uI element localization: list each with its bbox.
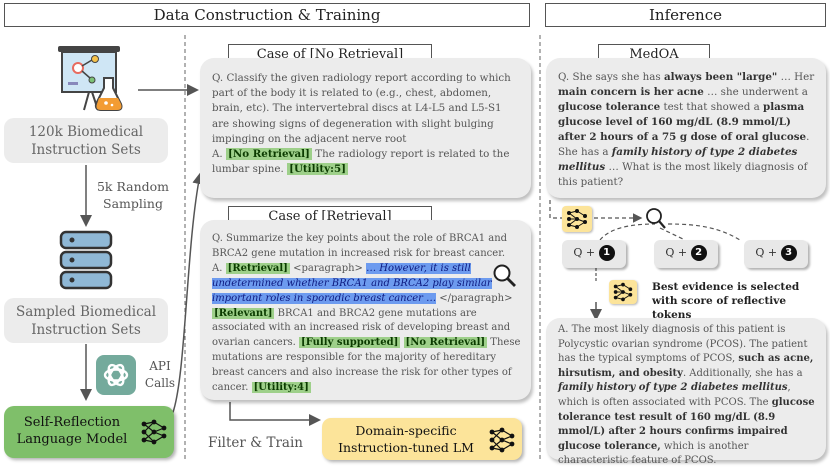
best-evidence-label: Best evidence is selected with score of … — [652, 281, 800, 321]
utility-5-token: [Utility:5] — [287, 163, 348, 176]
model-icon-best-evidence — [609, 280, 637, 304]
no-retrieval-answer: The radiology report is related to the l… — [212, 148, 510, 176]
query-label-2: Q + — [665, 246, 688, 259]
utility-4-token: [Utility:4] — [251, 382, 311, 394]
evidence-number-1: 1 — [598, 245, 615, 261]
no-retrieval-answer-prefix: A. — [212, 148, 223, 161]
model-icon-small — [562, 206, 592, 232]
evidence-query-3: Q + 3 — [744, 240, 808, 268]
q-text-3: … she underwent a — [703, 86, 808, 98]
q-text-5: . She has a — [558, 131, 810, 158]
q-bold-1: always been "large" — [663, 71, 778, 83]
biomedical-instruction-sets-box: 120k Biomedical Instruction Sets — [4, 118, 168, 163]
api-calls-label: API Calls — [144, 359, 176, 390]
relevant-token: [Relevant] — [212, 307, 275, 319]
domain-specific-lm-box: Domain-specific Instruction-tuned LM — [322, 418, 522, 460]
search-magnifier-icon — [493, 264, 516, 287]
q-text-2: … Her — [777, 71, 815, 83]
q-bold-4: plasma glucose level of 160 mg/dL (8.9 m… — [558, 101, 807, 143]
filter-train-label: Filter & Train — [208, 435, 303, 451]
retrieval-token: [Retrieval] — [225, 262, 290, 274]
fully-supported-token: [Fully supported] — [299, 337, 401, 349]
a-bold-italic-1: family history of type 2 diabetes mellit… — [558, 382, 788, 394]
a-bold-1: such as acne, hirsutism, and obesity — [558, 353, 814, 379]
lab-flask-icon — [48, 44, 128, 114]
retrieval-answer-prefix: A. — [212, 262, 223, 274]
biomedical-instruction-sets-label: 120k Biomedical Instruction Sets — [28, 124, 144, 158]
medqa-question-card: Q. She says she has always been "large" … — [546, 58, 826, 198]
neural-network-icon-4 — [613, 282, 633, 302]
section-header-inference: Inference — [545, 3, 826, 27]
evidence-query-1: Q + 1 — [562, 240, 626, 268]
no-retrieval-question: Q. Classify the given radiology report a… — [212, 72, 511, 145]
database-icon — [58, 228, 114, 292]
medqa-answer-card: A. The most likely diagnosis of this pat… — [546, 318, 826, 466]
q-bold-3: glucose tolerance — [558, 101, 661, 113]
q-text-1: Q. She says she has — [558, 71, 664, 83]
neural-network-icon-3 — [567, 209, 587, 229]
neural-network-icon — [141, 419, 167, 445]
self-reflection-model-label: Self-Reflection Language Model — [16, 415, 128, 447]
evidence-query-2: Q + 2 — [654, 240, 718, 268]
q-text-4: test that showed a — [660, 101, 763, 113]
a-text-3: , which is often associated with PCOS. T… — [558, 382, 791, 408]
a-bold-2: glucose tolerance test result of 160 mg/… — [558, 396, 815, 452]
query-label-3: Q + — [755, 246, 778, 259]
evidence-number-3: 3 — [780, 245, 797, 261]
query-label-1: Q + — [573, 246, 596, 259]
a-text-4: which is another characteristic feature … — [558, 440, 749, 467]
paragraph-open-tag: <paragraph> — [293, 262, 363, 274]
retrieval-answer-part1: BRCA1 and BRCA2 gene mutations are assoc… — [212, 307, 511, 349]
no-retrieval-token-2: [No Retrieval] — [403, 337, 488, 349]
q-bold-italic-1: family history of type 2 diabetes mellit… — [558, 146, 798, 173]
evidence-number-2: 2 — [690, 245, 707, 261]
no-retrieval-token: [No Retrieval] — [226, 148, 312, 161]
a-text-2: . Additionally, she has a — [682, 367, 803, 379]
openai-icon — [96, 355, 136, 395]
neural-network-icon-2 — [489, 427, 515, 453]
retrieval-question: Q. Summarize the key points about the ro… — [212, 233, 508, 259]
sampled-instruction-sets-box: Sampled Biomedical Instruction Sets — [4, 298, 168, 343]
paragraph-close-tag: </paragraph> — [439, 292, 513, 304]
domain-specific-lm-label: Domain-specific Instruction-tuned LM — [338, 423, 474, 455]
section-header-training: Data Construction & Training — [4, 3, 530, 27]
self-reflection-model-box: Self-Reflection Language Model — [4, 406, 174, 458]
a-text-1: A. The most likely diagnosis of this pat… — [558, 324, 808, 365]
no-retrieval-case-card: Q. Classify the given radiology report a… — [200, 58, 531, 198]
retrieval-case-card: Q. Summarize the key points about the ro… — [200, 220, 531, 400]
q-bold-2: main concern is her acne — [558, 86, 704, 98]
q-text-6: … What is the most likely diagnosis of t… — [558, 161, 808, 188]
retrieval-answer-part2: These mutations are responsible for the … — [212, 337, 521, 394]
random-sampling-label: 5k Random Sampling — [96, 179, 170, 211]
magnifier-icon — [646, 208, 666, 229]
sampled-instruction-sets-label: Sampled Biomedical Instruction Sets — [15, 304, 157, 338]
